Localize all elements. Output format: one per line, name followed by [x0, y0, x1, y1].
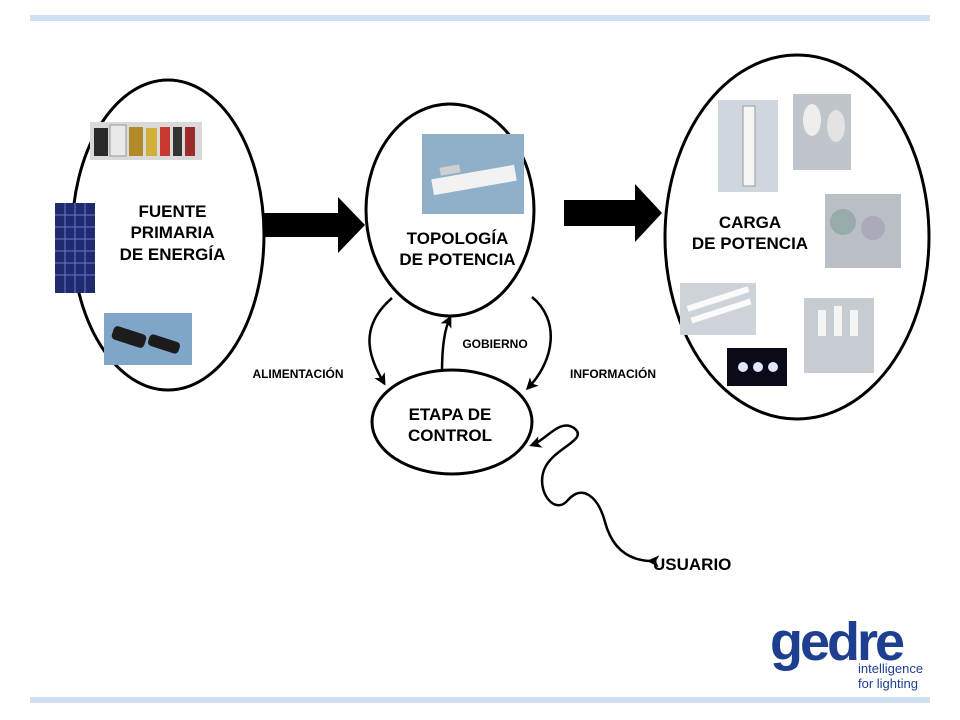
tube-lamp-image	[718, 100, 778, 192]
usuario-label: USUARIO	[653, 555, 732, 574]
connector-image	[104, 313, 192, 365]
gedre-logo: gedre	[770, 612, 907, 672]
logo-wordmark: gedre	[770, 612, 904, 672]
ballast-image	[422, 134, 524, 214]
etapa-ellipse	[370, 368, 534, 476]
solar-panel-image	[55, 203, 95, 293]
fluorescent-tubes-image	[680, 283, 756, 335]
etapa-label: ETAPA DE CONTROL	[407, 405, 493, 446]
alimentacion-label: ALIMENTACIÓN	[252, 367, 344, 381]
topologia-label: TOPOLOGÍA DE POTENCIA	[399, 229, 516, 270]
arrow-gobierno	[440, 315, 452, 373]
reflector-lamps-image	[825, 194, 901, 268]
carga-label: CARGA DE POTENCIA	[691, 213, 809, 254]
logo-tagline: intelligence for lighting	[858, 661, 924, 691]
arrow-alimentacion	[368, 297, 393, 386]
gobierno-label: GOBIERNO	[462, 337, 528, 351]
bulbs-image	[793, 94, 851, 170]
top-divider-bar	[30, 15, 930, 21]
arrow-usuario	[529, 424, 660, 568]
fuente-label: FUENTE PRIMARIA DE ENERGÍA	[119, 202, 226, 264]
bottom-divider-bar	[30, 697, 930, 703]
informacion-label: INFORMACIÓN	[570, 367, 656, 381]
batteries-image	[90, 122, 202, 160]
arrow-informacion	[525, 296, 553, 391]
arrow-topologia-to-carga	[564, 184, 662, 242]
led-image	[727, 348, 787, 386]
arrow-fuente-to-topologia	[263, 197, 365, 253]
cfl-lamps-image	[804, 298, 874, 373]
